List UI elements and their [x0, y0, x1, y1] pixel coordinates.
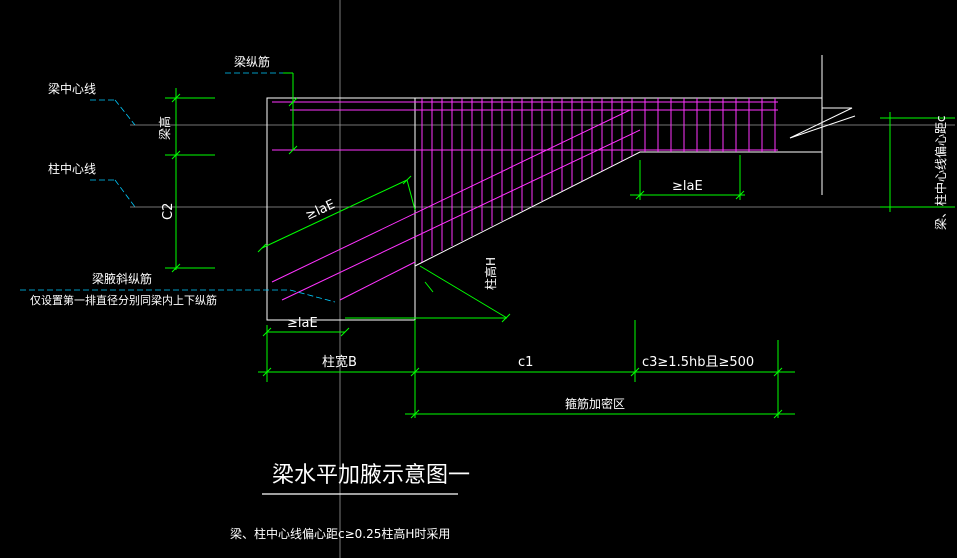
label-c2: C2 [161, 203, 176, 220]
label-column-centerline: 柱中心线 [48, 161, 96, 176]
break-line [789, 107, 856, 139]
label-lae-right: ≥laE [672, 179, 703, 194]
label-stirrup-zone: 箍筋加密区 [565, 396, 625, 411]
diagram-title: 梁水平加腋示意图一 [272, 463, 470, 488]
label-column-width: 柱宽B [322, 354, 357, 370]
label-beam-centerline: 梁中心线 [48, 81, 96, 96]
label-beam-height: 梁高 [157, 116, 172, 140]
haunch-diag-bar-1 [271, 109, 631, 283]
centerlines [130, 0, 955, 558]
label-haunch-diag-bar: 梁腋斜纵筋 [92, 271, 152, 286]
label-c1: c1 [518, 355, 533, 370]
dimensions [165, 72, 955, 419]
label-column-height: 柱高H [483, 257, 498, 290]
haunch-slope-outline [414, 151, 822, 267]
label-offset-c: 梁、柱中心线偏心距c [933, 115, 948, 230]
label-beam-long-bar: 梁纵筋 [234, 54, 270, 69]
label-lae-bottom: ≥laE [287, 316, 318, 331]
haunch-diag-bar-3 [339, 261, 416, 301]
column-outline [266, 97, 416, 321]
rebar [271, 98, 778, 301]
label-haunch-note: 仅设置第一排直径分别同梁内上下纵筋 [30, 293, 217, 307]
label-c3: c3≥1.5hb且≥500 [642, 355, 754, 370]
haunch-diag-bar-2 [281, 129, 641, 301]
concrete-outline [266, 55, 856, 321]
diagram-subtitle: 梁、柱中心线偏心距c≥0.25柱高H时采用 [230, 526, 450, 541]
label-lae-diagonal: ≥laE [303, 197, 337, 224]
stirrups [421, 98, 776, 262]
leaders [20, 72, 336, 303]
